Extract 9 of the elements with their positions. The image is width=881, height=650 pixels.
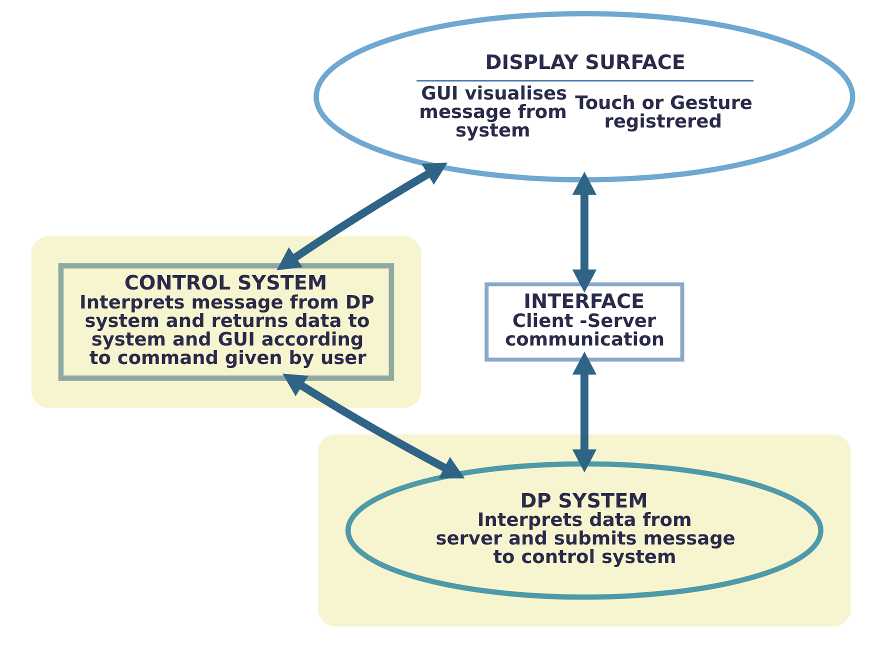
arrow <box>276 162 448 270</box>
node-ellipse: DP SYSTEM Interprets data from server and submits message to control system <box>344 461 823 600</box>
cluster <box>30 236 421 408</box>
cluster <box>318 434 850 627</box>
node-box: CONTROL SYSTEM Interprets message from DP system and returns data to system and GUI according to command given by user <box>58 263 394 381</box>
arrow <box>572 352 596 472</box>
arrow <box>572 172 596 293</box>
arrow <box>282 374 464 478</box>
node-box: INTERFACE Client -Server communication <box>484 282 684 362</box>
